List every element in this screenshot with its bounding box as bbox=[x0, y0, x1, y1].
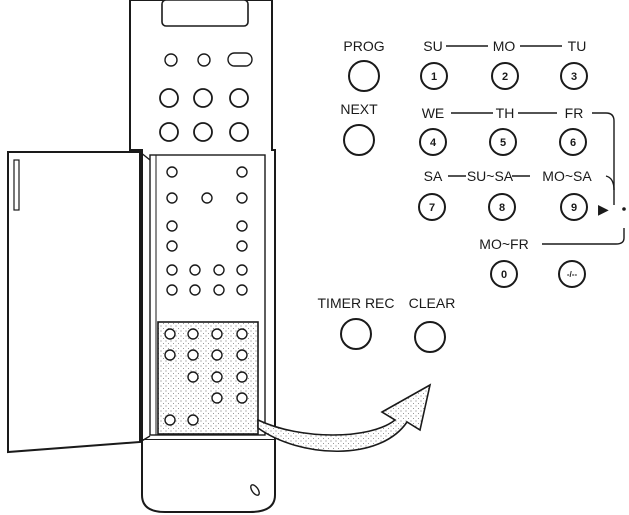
remote-button bbox=[159, 122, 179, 142]
key-2-label: 2 bbox=[502, 71, 508, 83]
range-mo-fr-label: MO~FR bbox=[479, 236, 528, 252]
key-8 bbox=[488, 193, 516, 221]
remote-control bbox=[129, 0, 276, 513]
key-dash-label: -/-- bbox=[567, 270, 578, 279]
remote-button bbox=[193, 88, 213, 108]
key-9-label: 9 bbox=[571, 202, 577, 214]
open-cover bbox=[7, 151, 151, 454]
remote-button bbox=[193, 122, 213, 142]
day-su-label: SU bbox=[423, 38, 442, 54]
key-7-label: 7 bbox=[429, 202, 435, 214]
next-button bbox=[343, 124, 375, 156]
key-4-label: 4 bbox=[430, 137, 437, 149]
key-2 bbox=[491, 62, 519, 90]
day-sa-label: SA bbox=[424, 168, 443, 184]
range-su-sa-label: SU~SA bbox=[467, 168, 514, 184]
key-1 bbox=[420, 62, 448, 90]
key-5-label: 5 bbox=[500, 137, 506, 149]
highlighted-keys bbox=[164, 328, 248, 426]
key-1-label: 1 bbox=[431, 71, 437, 83]
remote-button bbox=[229, 88, 249, 108]
key-5 bbox=[489, 128, 517, 156]
remote-top-button bbox=[164, 53, 178, 67]
remote-button bbox=[159, 88, 179, 108]
next-label: NEXT bbox=[340, 101, 378, 117]
prog-label: PROG bbox=[343, 38, 384, 54]
arrow-pointer-icon: ▶ bbox=[598, 201, 609, 217]
timer-rec-button bbox=[340, 318, 372, 350]
clear-button bbox=[414, 321, 446, 353]
key-3-label: 3 bbox=[571, 71, 577, 83]
key-3 bbox=[560, 62, 588, 90]
timer-rec-label: TIMER REC bbox=[318, 295, 395, 311]
key-4 bbox=[419, 128, 447, 156]
remote-button bbox=[229, 122, 249, 142]
zoom-arrow bbox=[257, 383, 432, 453]
key-dash bbox=[558, 260, 586, 288]
remote-bottom bbox=[141, 440, 276, 513]
keypad-enlarged: 1 2 3 4 5 6 7 8 9 0 -/-- ▶ PROG NEXT TIM… bbox=[318, 38, 626, 353]
key-9 bbox=[560, 193, 588, 221]
key-8-label: 8 bbox=[499, 202, 505, 214]
key-0-label: 0 bbox=[501, 269, 507, 281]
compartment-buttons bbox=[166, 166, 248, 296]
day-tu-label: TU bbox=[568, 38, 587, 54]
clear-label: CLEAR bbox=[409, 295, 456, 311]
indicator-dot bbox=[622, 207, 626, 211]
day-we-label: WE bbox=[422, 105, 445, 121]
remote-top-button bbox=[197, 53, 211, 67]
remote-top-oval-button bbox=[227, 52, 253, 67]
prog-button bbox=[348, 60, 380, 92]
day-th-label: TH bbox=[496, 105, 515, 121]
key-7 bbox=[418, 193, 446, 221]
day-mo-label: MO bbox=[493, 38, 516, 54]
range-mo-sa-label: MO~SA bbox=[542, 168, 592, 184]
day-fr-label: FR bbox=[565, 105, 584, 121]
key-6-label: 6 bbox=[570, 137, 576, 149]
key-0 bbox=[490, 260, 518, 288]
key-6 bbox=[559, 128, 587, 156]
display-window bbox=[161, 0, 249, 27]
